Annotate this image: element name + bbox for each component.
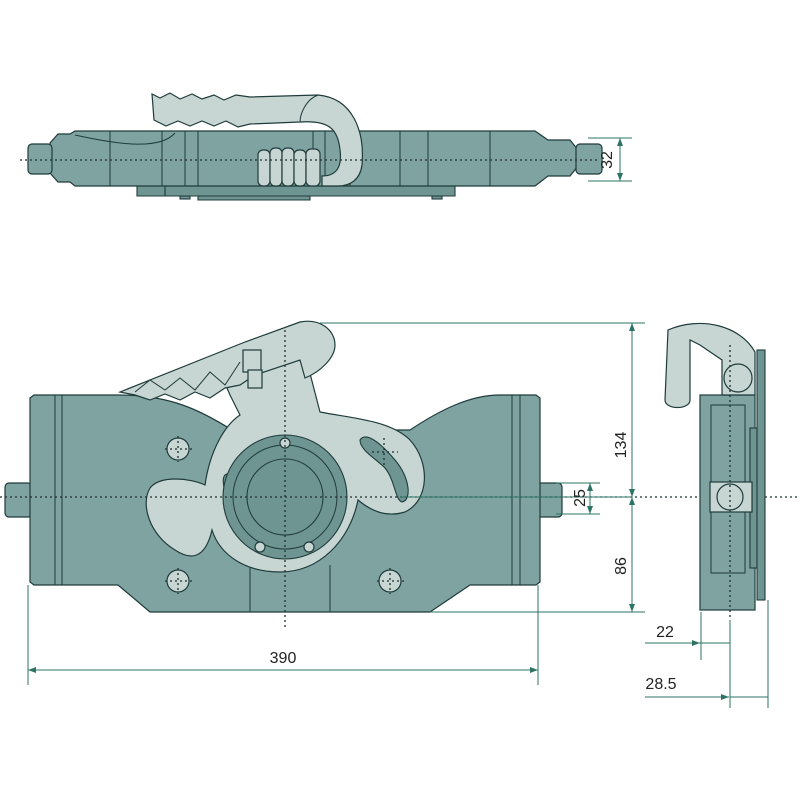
front-view [0,320,800,628]
top-view: 32 [20,92,632,201]
dimension-label-86: 86 [613,557,630,575]
spring-coils [257,147,321,187]
lever-latch [242,349,262,373]
dimension-32: 32 [588,137,632,182]
dimension-28-5: 28.5 [645,600,769,708]
dimension-label-25: 25 [572,489,589,507]
front-handle [117,320,336,401]
left-pin-front [4,482,33,518]
dimension-label-134: 134 [613,432,630,459]
dimension-label-32: 32 [599,151,616,169]
lever-latch-lower [247,369,263,389]
base-plate-lower [197,195,311,201]
right-pin-top [575,143,603,175]
side-view [664,322,766,620]
left-pin-top [27,143,53,175]
dimension-label-390: 390 [270,650,297,667]
slot-right [359,436,409,503]
side-back-plate [756,349,766,601]
dimension-25: 25 [556,482,600,515]
dimension-22: 22 [645,612,731,708]
dimension-390: 390 [27,585,539,685]
base-plate-wide [164,185,456,197]
dimension-label-22: 22 [656,624,674,641]
dimension-label-28-5: 28.5 [645,676,676,693]
